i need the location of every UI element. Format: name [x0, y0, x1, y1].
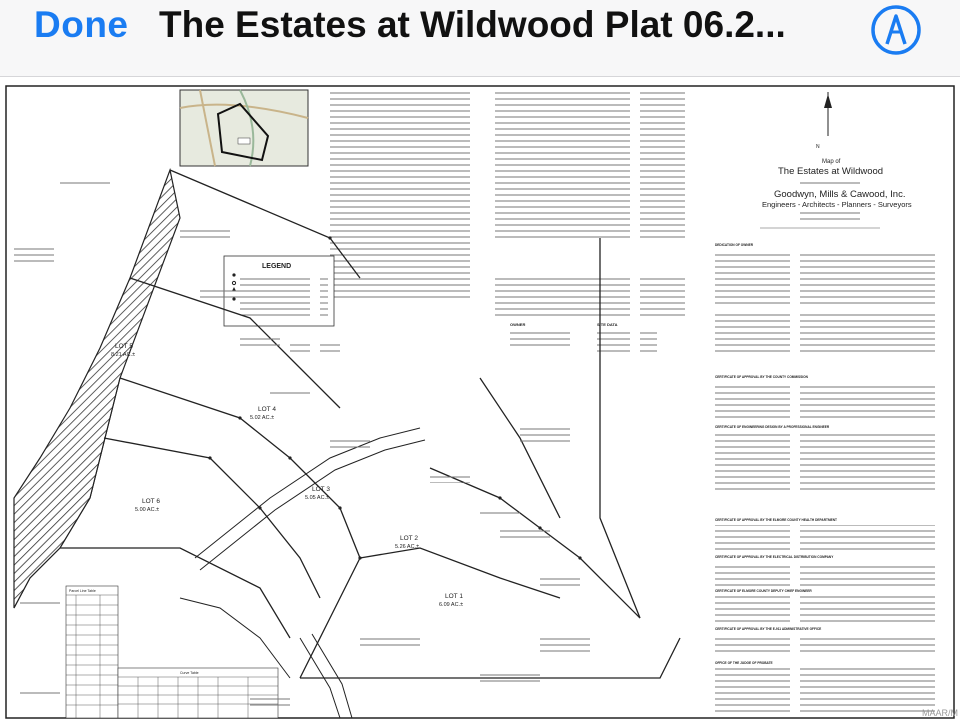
parcel-line-table: Parcel Line Table	[65, 585, 119, 719]
markup-button[interactable]	[870, 4, 922, 56]
certificates-column: DEDICATION OF OWNER CERTIFICATE OF APPRO…	[715, 243, 935, 712]
done-button[interactable]: Done	[34, 4, 129, 45]
markup-pen-icon	[871, 5, 921, 55]
svg-text:LEGEND: LEGEND	[262, 263, 291, 270]
vicinity-map	[179, 89, 309, 167]
title-block: N Map of The Estates at Wildwood Goodwyn…	[760, 88, 912, 229]
svg-text:OWNER: OWNER	[510, 322, 525, 327]
svg-text:LOT 2: LOT 2	[400, 535, 418, 542]
svg-text:5.26 AC.±: 5.26 AC.±	[395, 544, 419, 550]
svg-text:Goodwyn, Mills & Cawood, Inc.: Goodwyn, Mills & Cawood, Inc.	[774, 189, 905, 200]
svg-text:LOT 6: LOT 6	[142, 498, 160, 505]
svg-text:SITE DATA: SITE DATA	[597, 322, 618, 327]
bearing-labels	[14, 178, 580, 608]
svg-text:Engineers - Architects - Plann: Engineers - Architects - Planners - Surv…	[762, 200, 912, 209]
general-notes	[330, 90, 480, 300]
svg-text:5.00 AC.±: 5.00 AC.±	[135, 507, 159, 513]
svg-text:OFFICE OF THE JUDGE OF PROBATE: OFFICE OF THE JUDGE OF PROBATE	[715, 661, 773, 665]
svg-text:5.02 AC.±: 5.02 AC.±	[250, 415, 274, 421]
svg-text:CERTIFICATE OF ENGINEERING DES: CERTIFICATE OF ENGINEERING DESIGN BY A P…	[715, 425, 830, 429]
svg-text:LOT 3: LOT 3	[312, 486, 330, 493]
svg-text:LOT 5: LOT 5	[115, 343, 133, 350]
svg-text:CERTIFICATE OF APPROVAL BY THE: CERTIFICATE OF APPROVAL BY THE ELMORE CO…	[715, 518, 837, 522]
curve-table: Curve Table	[117, 667, 279, 719]
svg-text:DEDICATION OF OWNER: DEDICATION OF OWNER	[715, 243, 754, 247]
owner-site-data: OWNER SITE DATA	[510, 322, 657, 354]
svg-text:Parcel Line Table: Parcel Line Table	[69, 589, 96, 593]
sheet-border	[5, 85, 955, 719]
svg-text:N: N	[816, 144, 820, 150]
svg-text:LOT 1: LOT 1	[445, 593, 463, 600]
svg-text:The Estates at Wildwood: The Estates at Wildwood	[778, 166, 883, 177]
svg-text:LOT 4: LOT 4	[258, 406, 276, 413]
svg-text:CERTIFICATE OF APPROVAL BY THE: CERTIFICATE OF APPROVAL BY THE E-911 ADM…	[715, 627, 821, 631]
svg-text:CERTIFICATE OF APPROVAL BY THE: CERTIFICATE OF APPROVAL BY THE COUNTY CO…	[715, 375, 809, 379]
document-title: The Estates at Wildwood Plat 06.2...	[159, 4, 786, 45]
road-label	[250, 638, 420, 708]
legal-description	[495, 92, 685, 320]
svg-text:Map of: Map of	[822, 159, 841, 165]
plat-drawing: N Map of The Estates at Wildwood Goodwyn…	[5, 85, 955, 719]
svg-text:6.09 AC.±: 6.09 AC.±	[439, 602, 463, 608]
lot-labels: LOT 5 8.21 AC.± LOT 4 5.02 AC.± LOT 3 5.…	[111, 343, 463, 608]
svg-text:8.21 AC.±: 8.21 AC.±	[111, 352, 135, 358]
document-toolbar: Done The Estates at Wildwood Plat 06.2..…	[0, 0, 960, 77]
svg-text:Curve Table: Curve Table	[180, 671, 199, 675]
plat-document-view[interactable]: N Map of The Estates at Wildwood Goodwyn…	[0, 78, 960, 720]
svg-text:CERTIFICATE OF APPROVAL BY THE: CERTIFICATE OF APPROVAL BY THE ELECTRICA…	[715, 555, 834, 559]
watermark: MAAR/M	[922, 708, 958, 718]
svg-text:CERTIFICATE OF ELMORE COUNTY D: CERTIFICATE OF ELMORE COUNTY DEPUTY CHIE…	[715, 589, 812, 593]
legend: LEGEND	[223, 255, 335, 327]
flood-zone-hatch	[13, 167, 181, 609]
svg-text:5.05 AC.±: 5.05 AC.±	[305, 495, 329, 501]
road-right-of-way	[179, 427, 426, 719]
adjoiner-labels	[20, 340, 590, 698]
